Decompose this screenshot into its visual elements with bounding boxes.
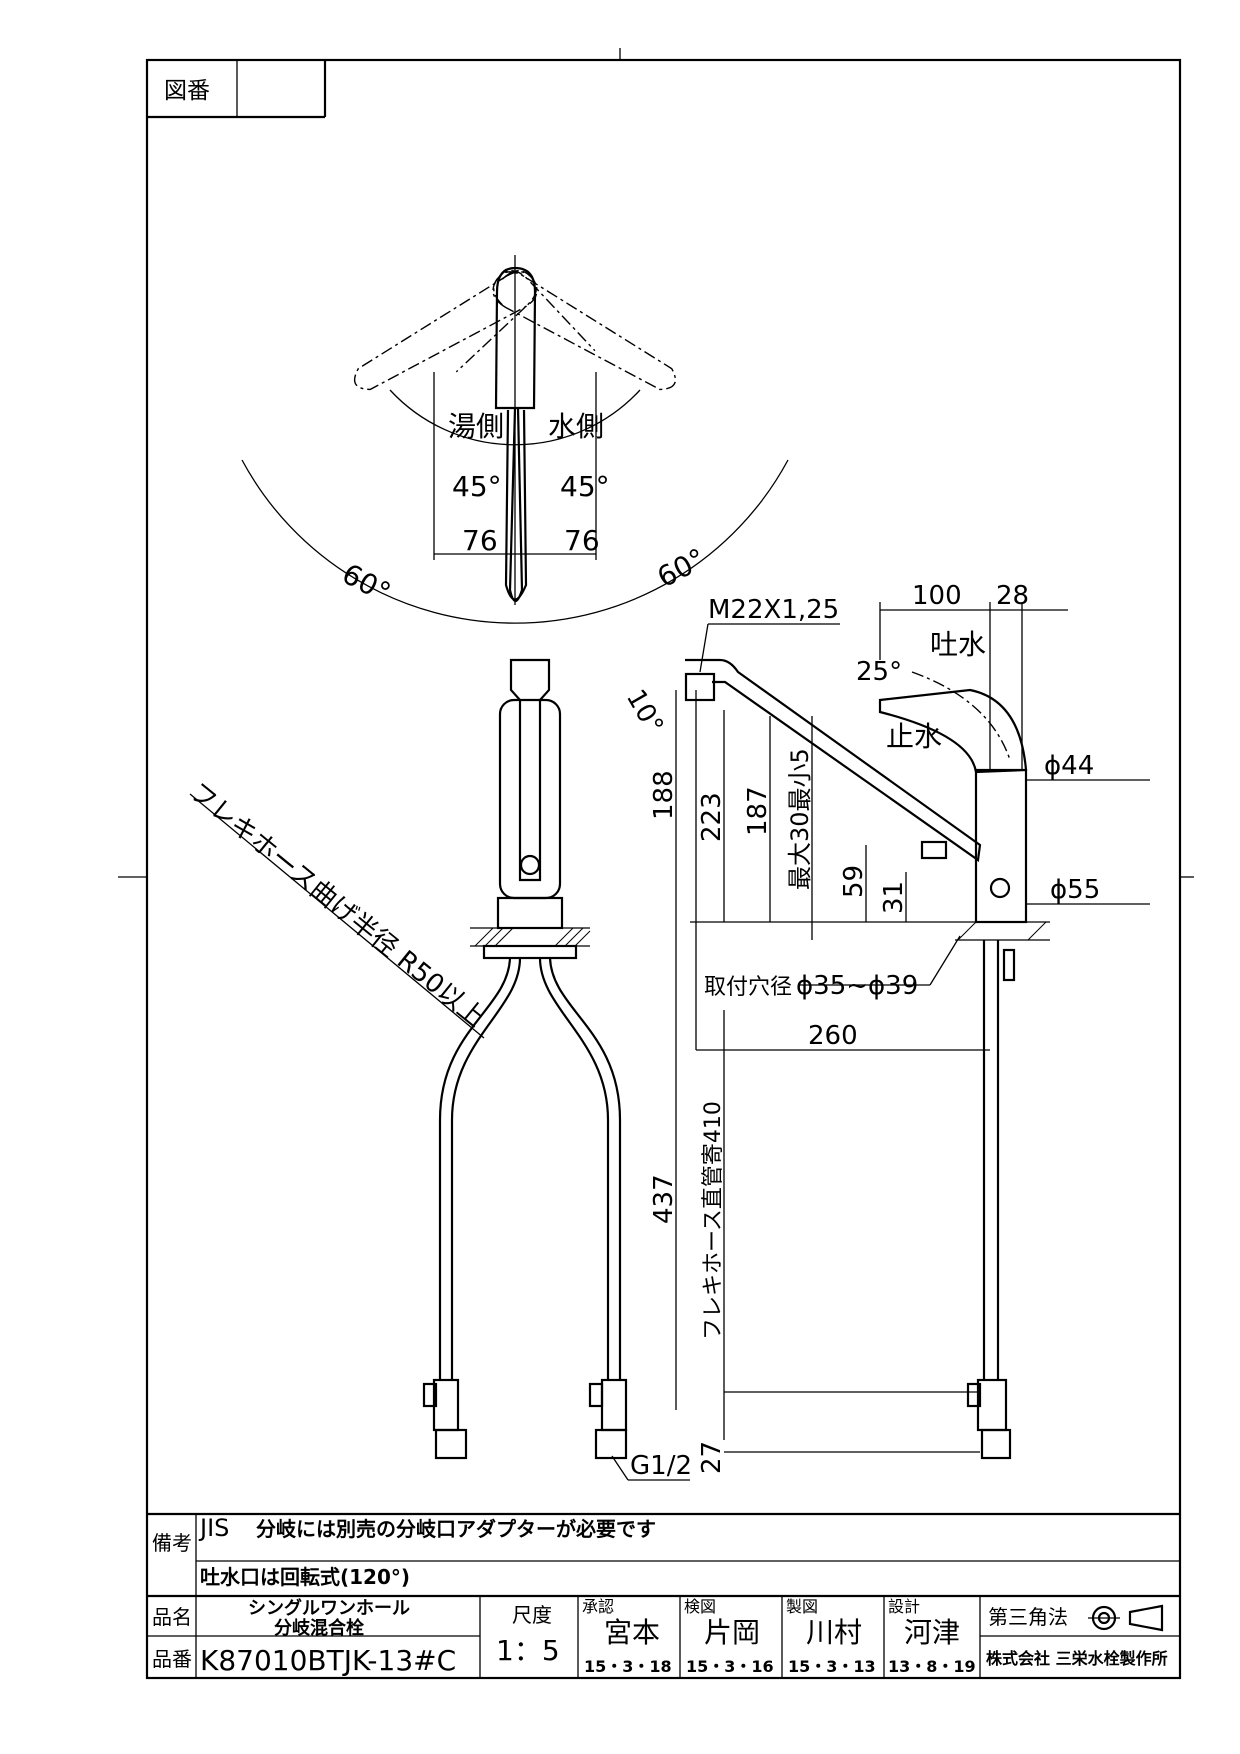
handle-phantom-left45 — [493, 270, 596, 352]
center-marks — [118, 48, 1194, 878]
drawn-by: 川村 — [806, 1616, 862, 1649]
third-angle-projection-icon — [1088, 1604, 1164, 1632]
handle-front — [509, 658, 551, 882]
spout — [685, 658, 982, 862]
remark-2: 吐水口は回転式(120°) — [200, 1565, 410, 1589]
handle-top — [494, 266, 537, 410]
hose-length-label: フレキホース直管寄410 — [701, 1101, 726, 1340]
designed-by: 河津 — [904, 1616, 960, 1649]
swing-left-label: 60° — [337, 557, 396, 609]
dim-31-label: 31 — [879, 881, 909, 914]
angle-10-label: 10° — [620, 685, 669, 740]
product-name-label: 品名 — [152, 1605, 192, 1629]
product-number-label: 品番 — [152, 1647, 192, 1671]
approved-label: 承認 — [582, 1597, 614, 1616]
side-view: M22X1,25 100 28 吐水 25° 10° 止水 ϕ44 ϕ55 18… — [620, 581, 1150, 1474]
hole-label: 取付穴径 — [704, 975, 792, 1000]
g-thread-label: G1/2 — [630, 1451, 692, 1481]
dim-100-label: 100 — [912, 581, 962, 611]
body — [974, 768, 1028, 924]
checked-date: 15・3・16 — [686, 1657, 774, 1676]
drawing-number-box: 図番 — [147, 60, 327, 119]
hot-side-label: 湯側 — [448, 410, 504, 443]
jis-label: JIS — [198, 1514, 229, 1542]
company-name: 株式会社 三栄水栓製作所 — [986, 1649, 1168, 1668]
stop-label: 止水 — [886, 720, 942, 753]
counter-hatch-side — [957, 921, 1047, 941]
thread-label: M22X1,25 — [708, 595, 839, 625]
drawing-number-label: 図番 — [164, 78, 210, 104]
dim-left-label: 76 — [462, 524, 498, 557]
product-number: K87010BTJK-13#C — [200, 1644, 456, 1677]
angle-25-label: 25° — [856, 657, 902, 687]
dia-44-label: ϕ44 — [1044, 751, 1094, 781]
dim-260-label: 260 — [808, 1021, 858, 1051]
dim-27-label: 27 — [697, 1441, 727, 1474]
drawn-date: 15・3・13 — [788, 1657, 876, 1676]
dim-223-label: 223 — [697, 792, 727, 842]
approved-date: 15・3・18 — [584, 1657, 672, 1676]
counter-hatch-front — [474, 927, 591, 947]
dim-437-label: 437 — [649, 1174, 679, 1224]
remarks-label: 備考 — [152, 1531, 192, 1555]
hose-right — [538, 957, 610, 1380]
designed-label: 設計 — [888, 1597, 920, 1616]
designed-date: 13・8・19 — [888, 1657, 976, 1676]
checked-label: 検図 — [684, 1597, 716, 1616]
spout-on-label: 吐水 — [930, 628, 986, 661]
max-thickness-label: 最大30最小5 — [786, 748, 814, 890]
title-block: 備考 JIS 分岐には別売の分岐口アダプターが必要です 吐水口は回転式(120°… — [147, 1512, 1180, 1678]
hose-left — [450, 957, 522, 1380]
dia-55-label: ϕ55 — [1050, 875, 1100, 905]
angle-right-label: 45° — [560, 470, 610, 503]
approved-by: 宮本 — [604, 1616, 660, 1649]
scale-value: 1：5 — [496, 1634, 560, 1667]
checked-by: 片岡 — [704, 1616, 760, 1649]
projection-label: 第三角法 — [988, 1605, 1068, 1629]
drawn-label: 製図 — [786, 1597, 818, 1616]
handle-phantom-left — [492, 271, 677, 391]
dim-187-label: 187 — [743, 786, 773, 836]
hose-note: フレキホース曲げ半径 R50以上 — [184, 777, 491, 1033]
dim-right-label: 76 — [564, 524, 600, 557]
scale-label: 尺度 — [512, 1603, 552, 1627]
dim-59-label: 59 — [839, 865, 869, 898]
top-view: 湯側 水側 45° 45° 76 76 60° 60° — [241, 255, 789, 624]
dim-28-label: 28 — [996, 581, 1029, 611]
product-name-2: 分岐混合栓 — [274, 1617, 364, 1639]
handle-phantom-right — [353, 271, 538, 391]
product-name-1: シングルワンホール — [248, 1597, 410, 1619]
cold-side-label: 水側 — [548, 410, 604, 443]
dim-188-label: 188 — [649, 770, 679, 820]
drawing-frame — [145, 58, 1182, 1680]
angle-left-label: 45° — [452, 470, 502, 503]
lever — [878, 688, 1028, 774]
hole-dims-label: ϕ35~ϕ39 — [796, 971, 918, 1001]
remark-1: 分岐には別売の分岐口アダプターが必要です — [256, 1517, 656, 1541]
front-view: フレキホース曲げ半径 R50以上 G1/2 — [184, 658, 692, 1481]
